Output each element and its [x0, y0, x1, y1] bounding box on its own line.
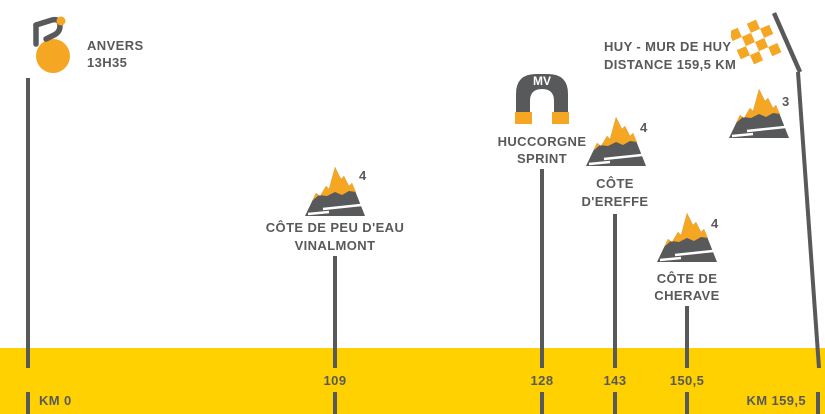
climb-name-line2: VINALMONT: [294, 238, 376, 253]
climb-category: 4: [640, 120, 648, 135]
km-tick-start: [26, 392, 30, 414]
km-tick-label-start: KM 0: [39, 393, 72, 408]
sprint-arch-icon: MV: [510, 68, 574, 126]
climb-category: 4: [359, 168, 367, 183]
mountain-icon: [655, 208, 719, 264]
km-tick-finish: [816, 392, 820, 414]
climb-category: 3: [782, 94, 790, 109]
waypoint-line: [333, 256, 337, 368]
km-tick-label: 109: [323, 373, 347, 388]
mountain-icon: [303, 162, 367, 218]
climb-name-line1: CÔTE DE PEU D'EAU: [265, 220, 405, 235]
km-tick-label: 128: [530, 373, 554, 388]
km-tick: [540, 392, 544, 414]
mountain-icon: [727, 84, 791, 140]
cyclist-icon: [24, 12, 84, 76]
climb-name-line2: CHERAVE: [654, 288, 720, 303]
sprint-arch-label: MV: [533, 74, 551, 88]
km-tick-label: 143: [603, 373, 627, 388]
mountain-icon: [584, 112, 648, 168]
km-tick: [333, 392, 337, 414]
climb-name-line1: CÔTE DE: [656, 271, 718, 286]
km-tick: [685, 392, 689, 414]
finish-line: [788, 70, 825, 370]
finish-detail: DISTANCE 159,5 KM: [604, 57, 737, 72]
sprint-name-line2: SPRINT: [516, 151, 568, 166]
climb-name-line2: D'EREFFE: [581, 194, 649, 209]
finish-name: HUY - MUR DE HUY: [604, 39, 732, 54]
km-tick-label: 150,5: [669, 373, 705, 388]
start-time: 13H35: [87, 55, 128, 70]
checkered-flag-icon: [731, 10, 805, 76]
km-tick-label-finish: KM 159,5: [746, 393, 806, 408]
start-name: ANVERS: [87, 38, 144, 53]
km-tick: [613, 392, 617, 414]
waypoint-line: [613, 214, 617, 368]
climb-category: 4: [711, 216, 719, 231]
waypoint-line: [540, 169, 544, 368]
climb-name-line1: CÔTE: [596, 176, 634, 191]
waypoint-line: [685, 306, 689, 368]
sprint-name-line1: HUCCORGNE: [497, 134, 587, 149]
start-line: [26, 78, 30, 368]
